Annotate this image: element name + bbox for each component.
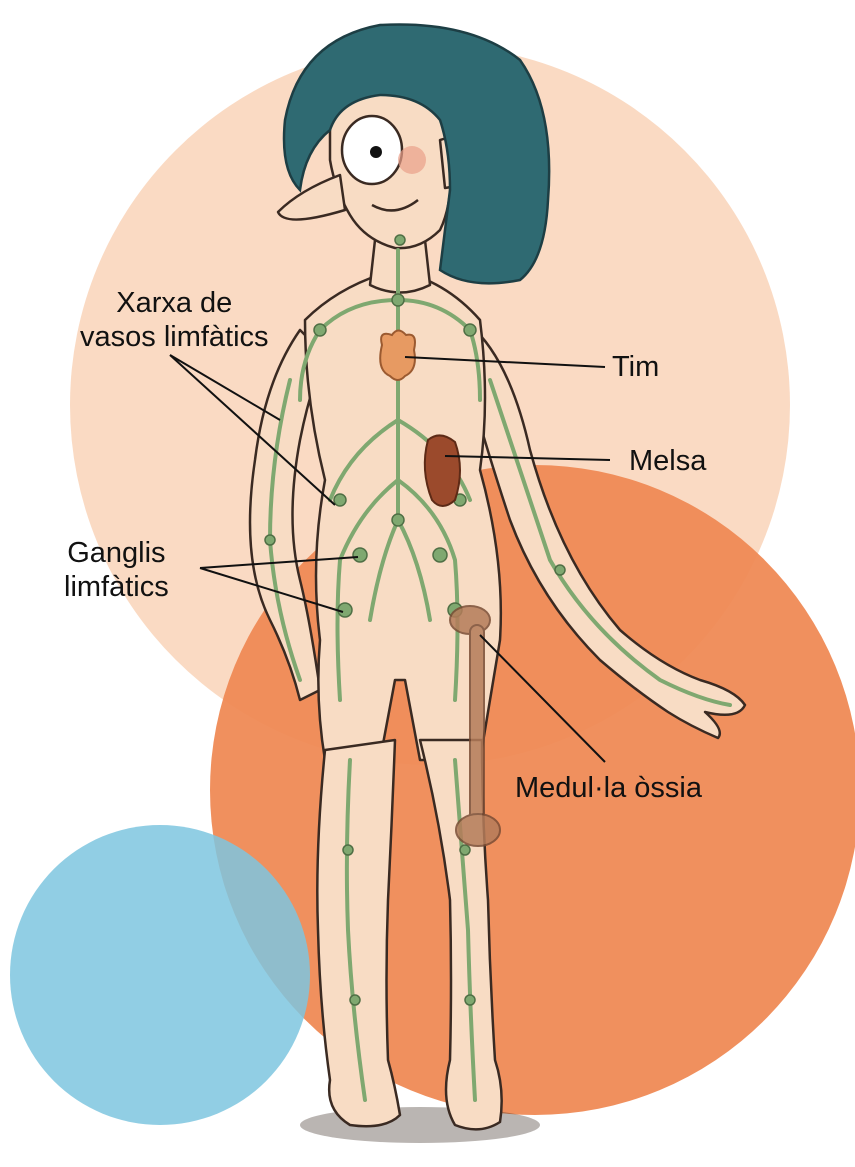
label-lymph-nodes-line2: limfàtics xyxy=(64,570,169,604)
label-spleen: Melsa xyxy=(629,444,706,478)
cheek xyxy=(398,146,426,174)
background-circle-blue xyxy=(10,825,310,1125)
label-lymph-nodes-line1: Ganglis xyxy=(64,536,169,570)
label-lymph-vessels-line1: Xarxa de xyxy=(80,286,269,320)
spleen-organ xyxy=(425,435,460,506)
label-lymph-vessels-line2: vasos limfàtics xyxy=(80,320,269,354)
label-thymus-text: Tim xyxy=(612,350,659,384)
label-spleen-text: Melsa xyxy=(629,444,706,478)
eye xyxy=(342,116,402,184)
thymus-organ xyxy=(380,331,415,381)
label-lymph-vessels: Xarxa de vasos limfàtics xyxy=(80,286,269,354)
label-bone-marrow-text: Medul·la òssia xyxy=(515,771,702,805)
label-thymus: Tim xyxy=(612,350,659,384)
label-lymph-nodes: Ganglis limfàtics xyxy=(64,536,169,604)
label-bone-marrow: Medul·la òssia xyxy=(515,771,702,805)
